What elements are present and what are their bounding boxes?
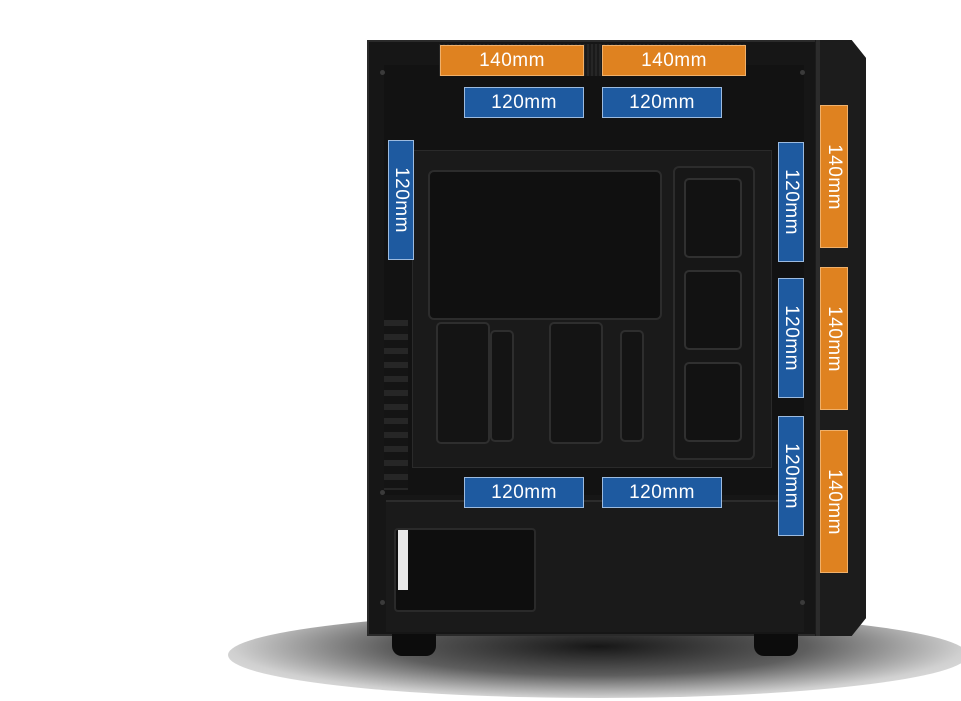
expansion-slots	[384, 320, 408, 490]
ssd-bay-right	[549, 322, 603, 444]
ssd-bay-left-inner	[490, 330, 514, 442]
front-fan-120-2-label: 120mm	[778, 278, 804, 398]
rear-fan-120-label: 120mm	[388, 140, 414, 260]
front-fan-140-2-label: 140mm	[820, 267, 848, 410]
screw	[800, 600, 805, 605]
top-fan-120-right-label: 120mm	[602, 87, 722, 118]
front-fan-140-1-label: 140mm	[820, 105, 848, 248]
psu-window	[394, 528, 536, 612]
front-fan-120-1-label: 120mm	[778, 142, 804, 262]
cpu-cooler-cutout	[428, 170, 662, 320]
screw	[380, 600, 385, 605]
case-foot-right	[754, 634, 798, 656]
drive-cage-slot	[684, 270, 742, 350]
drive-cage-slot	[684, 362, 742, 442]
drive-cage-slot	[684, 178, 742, 258]
top-fan-120-left-label: 120mm	[464, 87, 584, 118]
screw	[380, 70, 385, 75]
front-fan-120-3-label: 120mm	[778, 416, 804, 536]
bottom-fan-120-right-label: 120mm	[602, 477, 722, 508]
ssd-bay-right-inner	[620, 330, 644, 442]
case-foot-left	[392, 634, 436, 656]
ssd-bay-left	[436, 322, 490, 444]
top-fan-140-right-label: 140mm	[602, 45, 746, 76]
screw	[800, 70, 805, 75]
bottom-fan-120-left-label: 120mm	[464, 477, 584, 508]
screw	[380, 490, 385, 495]
top-fan-140-left-label: 140mm	[440, 45, 584, 76]
psu-window-glare	[398, 530, 408, 590]
front-panel-edge	[816, 40, 820, 636]
front-fan-140-3-label: 140mm	[820, 430, 848, 573]
